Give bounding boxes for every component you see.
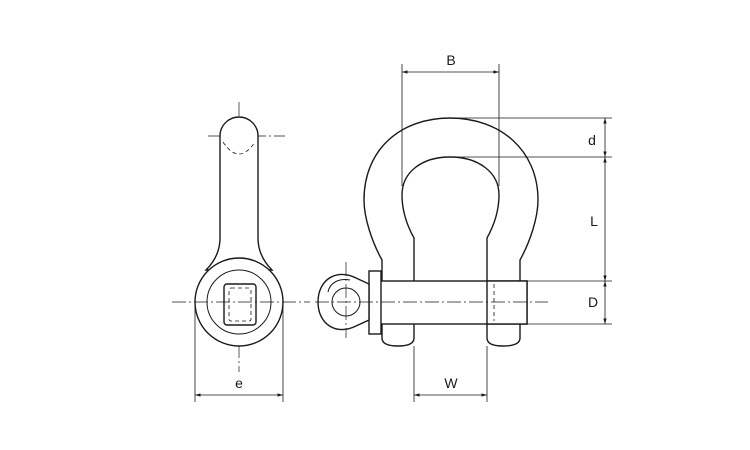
- pin-threaded-end: [486, 280, 528, 325]
- dimensions: B d L D W e: [194, 52, 612, 402]
- shackle-arm-side: [204, 116, 274, 271]
- dim-label-L: L: [590, 213, 598, 229]
- dim-label-d: d: [588, 132, 596, 148]
- dim-label-D: D: [588, 294, 598, 310]
- front-view: [315, 117, 548, 347]
- dim-label-e: e: [235, 375, 243, 391]
- pin-square-head: [223, 283, 257, 326]
- side-view: [172, 102, 310, 372]
- dim-label-W: W: [444, 375, 458, 391]
- pin-eye-inner-rim: [327, 279, 351, 293]
- hidden-pin-top: [222, 141, 256, 155]
- dim-label-B: B: [446, 52, 455, 68]
- pin-square-hidden: [228, 287, 252, 322]
- pin-collar: [368, 270, 382, 335]
